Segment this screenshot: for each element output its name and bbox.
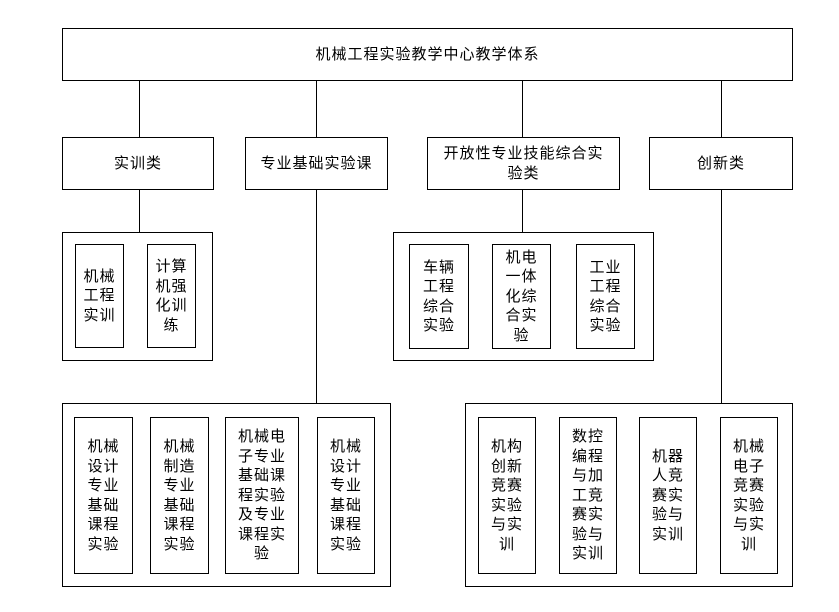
leaf-node-mech-design-basic-2: 机械 设计 专业 基础 课程 实验 [317,417,375,574]
connector-root-training [139,81,140,137]
category-node-basic-course: 专业基础实验课 [245,137,388,190]
leaf-node-mech-design-basic-1: 机械 设计 专业 基础 课程 实验 [74,417,133,574]
leaf-node-mechatronic-basic-and-major: 机械电 子专业 基础课 程实验 及专业 课程实 验 [225,417,299,574]
leaf-node-computer-intensive-training: 计算 机强 化训 练 [147,244,196,348]
connector-innovation-group [721,190,722,403]
leaf-node-mechanism-innovation-contest: 机构 创新 竞赛 实验 与实 训 [478,417,536,574]
leaf-node-mechatronic-contest: 机械 电子 竞赛 实验 与实 训 [720,417,778,574]
leaf-node-robot-contest: 机器 人竞 赛实 验与 实训 [639,417,697,574]
leaf-node-mech-manufacturing-basic: 机械 制造 专业 基础 课程 实验 [150,417,209,574]
category-node-training: 实训类 [62,137,214,190]
leaf-node-vehicle-engineering: 车辆 工程 综合 实验 [409,244,469,349]
leaf-node-mechatronics: 机电 一体 化综 合实 验 [492,244,551,349]
connector-root-innovation [721,81,722,137]
leaf-node-cnc-programming-contest: 数控 编程 与加 工竞 赛实 验与 实训 [559,417,617,574]
leaf-node-industrial-engineering: 工业 工程 综合 实验 [576,244,635,349]
category-node-innovation: 创新类 [649,137,793,190]
connector-root-basic [316,81,317,137]
root-node: 机械工程实验教学中心教学体系 [62,28,793,81]
leaf-node-mech-engineering-training: 机械 工程 实训 [75,244,124,348]
connector-basic-group [316,190,317,403]
connector-open-group [522,190,523,232]
connector-training-group [139,190,140,233]
category-node-open-skill: 开放性专业技能综合实 验类 [427,137,620,190]
connector-root-open [522,81,523,137]
